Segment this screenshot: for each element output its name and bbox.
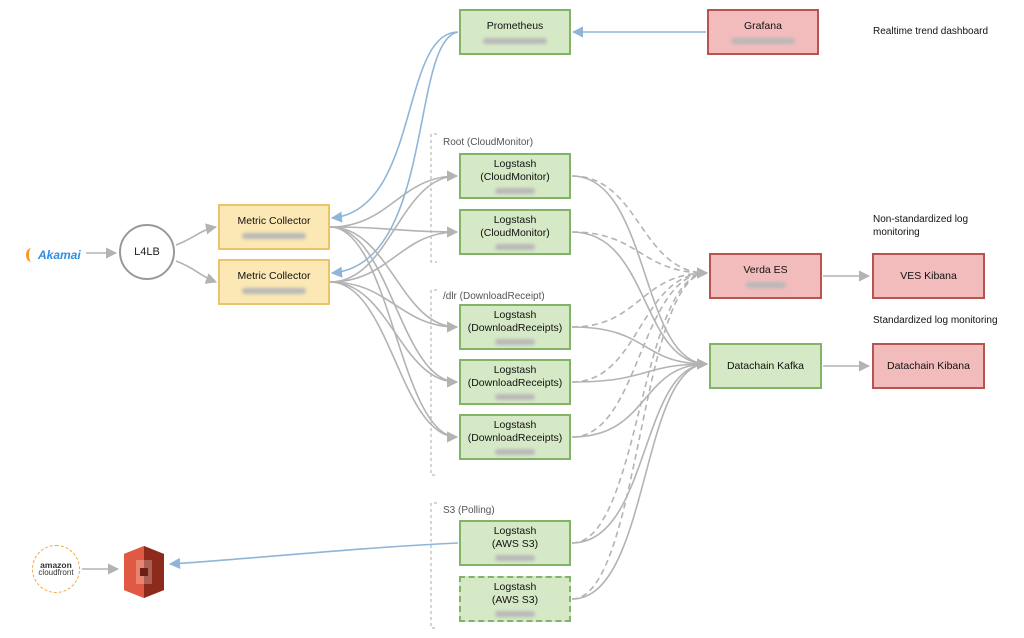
s3-bucket-icon [124,546,164,598]
akamai-logo: Akamai [26,248,81,262]
cloudfront-label-bottom: cloudfront [38,568,74,577]
metric-collector-label: Metric Collector [237,270,311,283]
metric-collector-2[interactable]: Metric Collector [218,259,330,305]
datachain-kibana-node[interactable]: Datachain Kibana [872,343,985,389]
edge-logstash-5-kafka [571,358,709,438]
edge-prometheus-collector-2 [330,31,459,278]
prometheus-label: Prometheus [486,20,544,33]
edge-collector-2-logstash-3 [329,281,459,333]
logstash-aws-s3-2[interactable]: Logstash(AWS S3) [459,576,571,622]
edge-logstash-1-kafka [571,175,709,370]
edge-collector-1-logstash-3 [329,226,459,333]
edge-logstash-2-kafka [571,231,709,370]
ves-kibana-node[interactable]: VES Kibana [872,253,985,299]
grafana-node[interactable]: Grafana [707,9,819,55]
realtime-dashboard-note: Realtime trend dashboard [873,26,989,37]
l4lb-label: L4LB [134,246,160,258]
redacted-text [745,281,786,288]
edge-collector-2-logstash-5 [329,281,459,443]
edge-prometheus-collector-1 [330,31,459,223]
redacted-text [242,232,306,239]
edge-collector-2-logstash-1 [329,170,459,283]
logstash-aws-s3-1[interactable]: Logstash(AWS S3) [459,520,571,566]
edge-logstash-7-kafka [571,358,709,600]
verda-es-label: Verda ES [743,264,788,277]
logstash-cloudmonitor-2[interactable]: Logstash(CloudMonitor) [459,209,571,255]
edge-logstash-5-verda-es [571,267,709,438]
edge-logstash-4-verda-es [571,267,709,383]
redacted-text [242,287,306,294]
akamai-label: Akamai [38,248,81,262]
redacted-text [731,37,795,44]
verda-es-node[interactable]: Verda ES [709,253,822,299]
redacted-text [495,394,535,400]
edge-collector-2-logstash-2 [329,226,459,283]
cloudfront-label-top: amazon [40,560,72,570]
edge-logstash-6-kafka [571,358,709,544]
edge-l4lb-collector-1 [175,223,218,246]
akamai-swoosh-icon [26,248,37,262]
l4lb-node[interactable]: L4LB [119,224,175,280]
datachain-kafka-label: Datachain Kafka [726,359,805,372]
ves-kibana-label: VES Kibana [900,269,957,282]
edge-collector-2-logstash-4 [329,281,459,388]
logstash-cloudmonitor-1[interactable]: Logstash(CloudMonitor) [459,153,571,199]
edge-logstash-s3-bucket [168,542,459,570]
prometheus-node[interactable]: Prometheus [459,9,571,55]
edge-logstash-2-verda-es [571,231,709,279]
metric-collector-1[interactable]: Metric Collector [218,204,330,250]
edge-logstash-3-verda-es [571,267,709,328]
logstash-downloadreceipts-2[interactable]: Logstash(DownloadReceipts) [459,359,571,405]
redacted-text [495,555,535,561]
metric-collector-label: Metric Collector [237,215,311,228]
edge-logstash-4-kafka [571,358,709,383]
redacted-text [495,449,535,455]
group-brackets [430,133,437,629]
redacted-text [495,611,535,617]
edge-logstash-7-verda-es [571,267,709,600]
redacted-text [495,244,535,250]
redacted-text [483,37,547,44]
group-label-root: Root (CloudMonitor) [443,137,534,148]
logstash-downloadreceipts-3[interactable]: Logstash(DownloadReceipts) [459,414,571,460]
amazon-cloudfront-logo: amazon cloudfront [32,545,80,593]
redacted-text [495,188,535,194]
edge-logstash-1-verda-es [571,175,709,279]
grafana-label: Grafana [744,20,782,33]
datachain-kafka-node[interactable]: Datachain Kafka [709,343,822,389]
logstash-downloadreceipts-1[interactable]: Logstash(DownloadReceipts) [459,304,571,350]
standardized-note: Standardized log monitoring [873,315,998,326]
group-label-dlr: /dlr (DownloadReceipt) [443,291,545,302]
group-label-s3: S3 (Polling) [443,505,495,516]
redacted-text [495,339,535,345]
edge-logstash-6-verda-es [571,267,709,544]
datachain-kibana-label: Datachain Kibana [887,359,970,372]
edge-l4lb-collector-2 [175,260,218,284]
edge-collector-1-logstash-1 [329,170,459,228]
